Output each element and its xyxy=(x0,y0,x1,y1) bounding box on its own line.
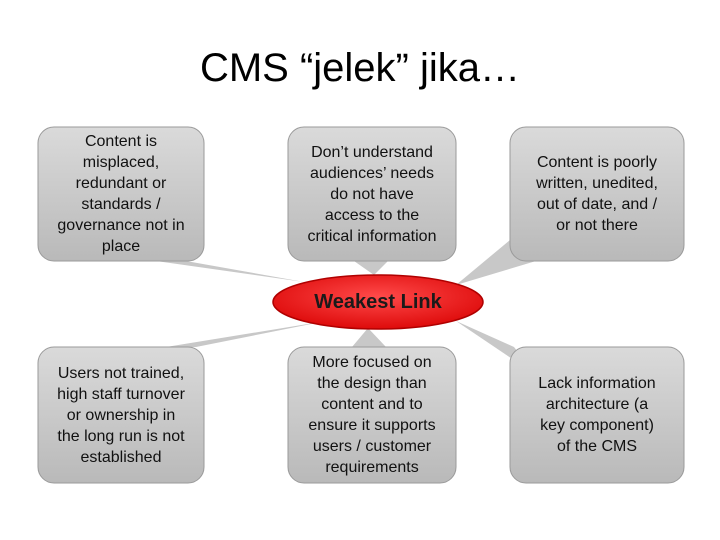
center-ellipse xyxy=(272,274,484,330)
slide-title: CMS “jelek” jika… xyxy=(199,46,521,90)
center-label: Weakest Link xyxy=(314,290,442,313)
callout-text-design-focus: More focused on the design than content … xyxy=(308,354,436,476)
callout-governance xyxy=(37,126,304,282)
callout-shapes xyxy=(37,126,685,484)
callout-information-architecture xyxy=(456,321,685,484)
callout-content-quality xyxy=(456,126,685,285)
callout-text-content-quality: Content is poorly written, unedited, out… xyxy=(536,154,658,234)
callout-bubbles xyxy=(37,126,685,484)
callout-text-users-training: Users not trained, high staff turnover o… xyxy=(57,364,185,466)
weakest-link-diagram: Content is misplaced, redundant or stand… xyxy=(36,125,686,485)
callout-text-audiences: Don’t understand audiences’ needs do not… xyxy=(307,143,437,245)
callout-users-training xyxy=(37,321,326,484)
callout-design-focus xyxy=(287,328,457,484)
callout-text-governance: Content is misplaced, redundant or stand… xyxy=(57,133,185,255)
callout-audiences xyxy=(287,126,457,275)
callout-text-information-architecture: Lack information architecture (a key com… xyxy=(538,375,656,455)
